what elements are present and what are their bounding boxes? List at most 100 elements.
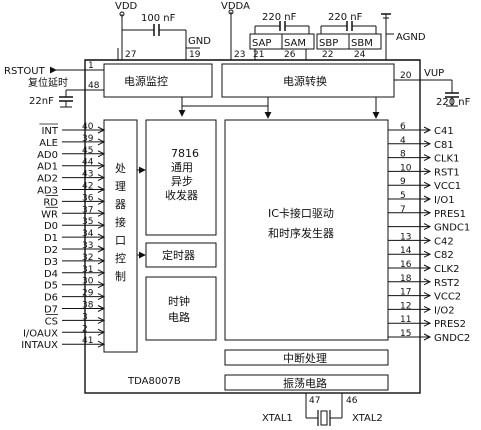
ic-card-line-2: 和时序发生器 bbox=[268, 226, 334, 240]
left-pin-label: D1 bbox=[44, 233, 58, 244]
right-pin-number: 11 bbox=[400, 315, 411, 325]
sbp-sbm-section: SBP SBM 220 nF 22 24 bbox=[316, 12, 382, 60]
right-pin-gndc1: GNDC1 bbox=[388, 223, 470, 234]
left-pin-number: 37 bbox=[82, 205, 93, 215]
pin-24: 24 bbox=[354, 50, 366, 60]
left-pin-label: D0 bbox=[44, 221, 58, 232]
reset-delay-label: 复位延时 bbox=[28, 76, 68, 89]
vdda-label: VDDA bbox=[221, 1, 250, 12]
cap-220nf-b-label: 220 nF bbox=[328, 12, 363, 23]
interrupt-block: 中断处理 bbox=[224, 349, 389, 366]
left-pin-label: AD1 bbox=[37, 162, 58, 173]
right-pin-label: C81 bbox=[434, 140, 454, 151]
left-pin-label: D4 bbox=[44, 269, 58, 280]
left-pin-d0: D0 35 bbox=[44, 217, 106, 232]
pin-23: 23 bbox=[234, 50, 245, 60]
left-pin-label: D2 bbox=[44, 245, 58, 256]
left-pin-number: 44 bbox=[82, 158, 94, 168]
right-pin-number: 7 bbox=[400, 205, 406, 215]
right-pin-number: 6 bbox=[400, 122, 406, 132]
right-pin-label: C41 bbox=[434, 126, 454, 137]
right-pin-c82: C82 14 bbox=[388, 246, 454, 261]
right-pin-label: C42 bbox=[434, 236, 454, 247]
processor-interface-char: 控 bbox=[115, 251, 126, 265]
xtal2-label: XTAL2 bbox=[352, 413, 383, 424]
right-pin-c41: C41 6 bbox=[388, 122, 454, 137]
processor-interface-char: 口 bbox=[115, 234, 126, 247]
right-pin-label: RST1 bbox=[434, 167, 460, 178]
processor-interface-char: 接 bbox=[115, 216, 126, 229]
processor-interface-char: 处 bbox=[115, 162, 126, 175]
right-pin-label: VCC1 bbox=[434, 181, 461, 192]
sap-label: SAP bbox=[252, 38, 271, 49]
pin-19: 19 bbox=[189, 50, 201, 60]
sbm-label: SBM bbox=[351, 38, 373, 49]
pin-22: 22 bbox=[322, 50, 333, 60]
processor-interface-char: 器 bbox=[115, 198, 126, 211]
left-pin-number: 30 bbox=[82, 277, 94, 287]
uart-line-3: 异步 bbox=[171, 175, 193, 188]
right-pin-number: 18 bbox=[400, 274, 412, 284]
ic-card-line-1: IC卡接口驱动 bbox=[268, 207, 334, 220]
left-pin-number: 39 bbox=[82, 134, 94, 144]
clock-line-1: 时钟 bbox=[168, 294, 190, 308]
cap-220nf-a-label: 220 nF bbox=[262, 12, 297, 23]
left-pin-rd: RD 36 bbox=[43, 193, 106, 208]
vdd-section: VDD 100 nF GND 27 19 bbox=[115, 1, 211, 60]
left-pin-d2: D2 33 bbox=[44, 241, 106, 256]
agnd-section: AGND bbox=[381, 13, 426, 60]
left-pin-ad1: AD1 44 bbox=[37, 158, 106, 173]
left-pin-number: 35 bbox=[82, 217, 93, 227]
left-pin-d5: D5 30 bbox=[44, 277, 106, 292]
left-pin-number: 33 bbox=[82, 241, 93, 251]
left-pin-label: I/OAUX bbox=[23, 328, 58, 339]
cap-220nf-vup-label: 220 nF bbox=[436, 97, 471, 108]
right-pin-label: I/O2 bbox=[434, 305, 455, 316]
vup-label: VUP bbox=[424, 68, 444, 79]
right-pin-number: 14 bbox=[400, 246, 412, 256]
pin-21: 21 bbox=[253, 50, 264, 60]
processor-interface-char: 制 bbox=[115, 270, 126, 283]
vup-section: 20 VUP 220 nF bbox=[394, 68, 471, 108]
left-pin-number: 32 bbox=[82, 253, 93, 263]
left-pin-label: D7 bbox=[44, 305, 58, 316]
right-pin-label: PRES2 bbox=[434, 319, 466, 330]
left-pin-number: 3 bbox=[82, 312, 88, 322]
right-pin-group: C416C814CLK18RST110VCC19I/O15PRES17GNDC1… bbox=[388, 122, 470, 344]
left-pin-label: ALE bbox=[39, 138, 58, 149]
right-pin-label: PRES1 bbox=[434, 209, 466, 220]
cap-100nf-label: 100 nF bbox=[141, 13, 176, 24]
left-pin-number: 41 bbox=[82, 336, 93, 346]
left-pin-label: RD bbox=[43, 197, 58, 208]
right-pin-label: GNDC2 bbox=[434, 333, 470, 344]
interrupt-label: 中断处理 bbox=[283, 351, 327, 365]
pin-47: 47 bbox=[309, 396, 320, 406]
vdda-section: VDDA 23 bbox=[221, 1, 250, 60]
left-pin-number: 40 bbox=[82, 122, 94, 132]
right-pin-label: CLK2 bbox=[434, 264, 459, 275]
agnd-label: AGND bbox=[396, 32, 426, 43]
left-pin-number: 36 bbox=[82, 193, 94, 203]
left-pin-label: D6 bbox=[44, 293, 58, 304]
chip-name: TDA8007B bbox=[127, 376, 181, 387]
crystal-section: 47 46 XTAL1 XTAL2 bbox=[262, 393, 383, 426]
right-pin-label: C82 bbox=[434, 250, 454, 261]
left-pin-label: D3 bbox=[44, 257, 58, 268]
right-pin-number: 10 bbox=[400, 163, 412, 173]
left-pin-number: 2 bbox=[82, 324, 88, 334]
sap-sam-section: SAP SAM 220 nF 21 26 bbox=[249, 12, 315, 60]
right-pin-pres1: PRES1 7 bbox=[388, 205, 466, 220]
right-pin-number: 17 bbox=[400, 288, 411, 298]
power-convert-block: 电源转换 bbox=[221, 63, 395, 98]
right-pin-rst1: RST1 10 bbox=[388, 163, 460, 178]
left-pin-label: D5 bbox=[44, 281, 58, 292]
right-pin-number: 9 bbox=[400, 177, 406, 187]
